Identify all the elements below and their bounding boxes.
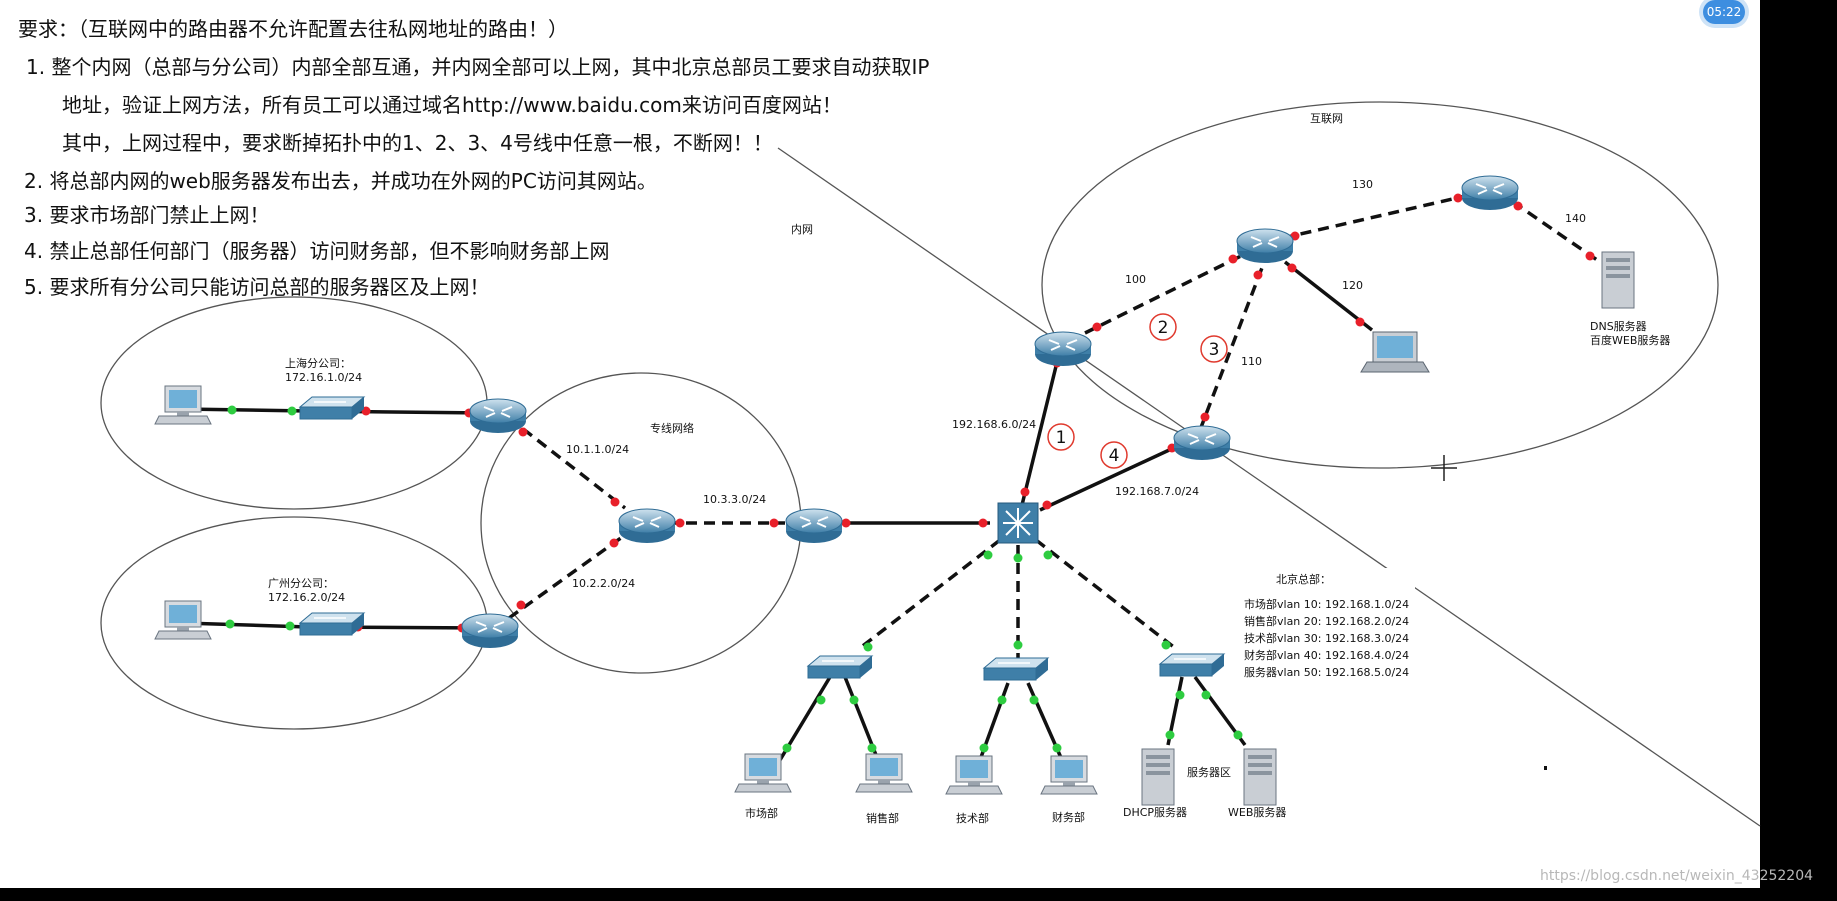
- internet-zone-ellipse: [1041, 101, 1719, 469]
- isp-router-2: [1461, 175, 1519, 211]
- link-dots: [225, 193, 1595, 753]
- crosshair-cursor-icon: [1431, 455, 1457, 481]
- link-l3-sw1: [858, 538, 1002, 650]
- web-server: [1243, 748, 1277, 806]
- access-switch-1: [807, 655, 873, 679]
- shanghai-net: 172.16.1.0/24: [285, 371, 362, 384]
- zone-boundary-line: [777, 147, 1761, 827]
- label-l3-r1: 192.168.6.0/24: [952, 418, 1036, 431]
- link-3: [1198, 259, 1267, 431]
- marker-2-circle: [1149, 313, 1177, 341]
- label-web-server: WEB服务器: [1228, 806, 1286, 819]
- right-black-bar: [1760, 0, 1837, 897]
- dns-server-label: DNS服务器: [1590, 320, 1647, 333]
- label-sh-core: 10.1.1.0/24: [566, 443, 629, 456]
- label-dhcp-server: DHCP服务器: [1123, 806, 1187, 819]
- link-2: [1084, 252, 1246, 335]
- marker-3-circle: [1200, 335, 1228, 363]
- hq-vlan-line: 销售部vlan 20: 192.168.2.0/24: [1244, 614, 1409, 628]
- marker-4-circle: [1100, 441, 1128, 469]
- green-dots: [225, 405, 1243, 753]
- access-switch-2: [983, 657, 1049, 681]
- requirement-3: 3. 要求市场部门禁止上网！: [24, 203, 270, 227]
- label-core-edge: 10.3.3.0/24: [703, 493, 766, 506]
- guangzhou-switch: [299, 612, 365, 636]
- shanghai-name: 上海分公司：: [285, 356, 351, 370]
- hq-vlan-line: 技术部vlan 30: 192.168.3.0/24: [1244, 631, 1409, 645]
- label-100: 100: [1125, 273, 1146, 286]
- dns-server: [1601, 251, 1635, 309]
- label-l3-r2: 192.168.7.0/24: [1115, 485, 1199, 498]
- border-router: [1034, 331, 1092, 367]
- guangzhou-net: 172.16.2.0/24: [268, 591, 345, 604]
- stray-dot: [1544, 766, 1547, 770]
- marker-3: 3: [1209, 340, 1220, 360]
- dhcp-server: [1141, 748, 1175, 806]
- requirement-1-line-1: 1. 整个内网（总部与分公司）内部全部互通，并内网全部可以上网，其中北京总部员工…: [26, 55, 930, 79]
- link-gz-core: [507, 533, 627, 620]
- marker-1: 1: [1056, 428, 1067, 448]
- hq-vlan-box-bg: [1240, 568, 1415, 690]
- label-110: 110: [1241, 355, 1262, 368]
- backup-router: [1173, 425, 1231, 461]
- shanghai-router: [469, 398, 527, 434]
- label-sales: 销售部: [866, 811, 899, 825]
- baidu-web-server-label: 百度WEB服务器: [1590, 333, 1670, 347]
- guangzhou-name: 广州分公司：: [268, 577, 334, 590]
- label-tech: 技术部: [956, 811, 989, 825]
- requirement-1-line-3: 其中，上网过程中，要求断掉拓扑中的1、2、3、4号线中任意一根，不断网！！: [62, 131, 773, 155]
- link-1: [1020, 349, 1062, 506]
- document-background: [0, 0, 1760, 888]
- label-120: 120: [1342, 279, 1363, 292]
- zone-label-intranet: 内网: [791, 222, 813, 236]
- requirement-4: 4. 禁止总部任何部门（服务器）访问财务部，但不影响财务部上网: [24, 239, 610, 263]
- hq-vlan-line: 财务部vlan 40: 192.168.4.0/24: [1244, 648, 1409, 662]
- requirement-2: 2. 将总部内网的web服务器发布出去，并成功在外网的PC访问其网站。: [24, 169, 657, 193]
- requirement-1-line-2: 地址，验证上网方法，所有员工可以通过域名http://www.baidu.com…: [62, 93, 842, 117]
- requirement-5: 5. 要求所有分公司只能访问总部的服务器区及上网！: [24, 275, 490, 299]
- watermark: https://blog.csdn.net/weixin_43252204: [1540, 868, 1814, 884]
- label-130: 130: [1352, 178, 1373, 191]
- red-dots: [353, 193, 1595, 633]
- guangzhou-router: [461, 613, 519, 649]
- label-finance: 财务部: [1052, 810, 1085, 824]
- link-sh-pc-switch: [182, 407, 309, 413]
- zone-label-internet: 互联网: [1310, 112, 1343, 125]
- recording-timer-badge[interactable]: 05:22: [1703, 0, 1745, 24]
- hq-title: 北京总部：: [1276, 572, 1331, 586]
- zone-label-private-net: 专线网络: [650, 421, 694, 435]
- l3-core-switch: [997, 502, 1039, 544]
- label-market: 市场部: [745, 806, 778, 820]
- marker-1-circle: [1047, 423, 1075, 451]
- marker-2: 2: [1158, 318, 1169, 338]
- hq-vlan-box: 北京总部： 市场部vlan 10: 192.168.1.0/24 销售部vlan…: [1240, 568, 1415, 690]
- edge-router: [785, 508, 843, 544]
- line-markers: 1 2 3 4: [1047, 313, 1228, 469]
- label-gz-core: 10.2.2.0/24: [572, 577, 635, 590]
- shanghai-switch: [299, 396, 365, 420]
- link-l3-sw3: [1034, 538, 1177, 650]
- link-130: [1282, 193, 1471, 240]
- core-router: [618, 508, 676, 544]
- link-sh-core: [507, 416, 627, 510]
- link-4: [1039, 443, 1181, 512]
- label-140: 140: [1565, 212, 1586, 225]
- isp-router: [1236, 228, 1294, 264]
- hq-vlan-line: 市场部vlan 10: 192.168.1.0/24: [1244, 597, 1409, 611]
- marker-4: 4: [1109, 446, 1120, 466]
- hq-vlan-line: 服务器vlan 50: 192.168.5.0/24: [1244, 666, 1409, 679]
- requirements-title: 要求：（互联网中的路由器不允许配置去往私网地址的路由！）: [18, 17, 568, 41]
- access-switch-3: [1159, 653, 1225, 677]
- label-server-zone: 服务器区: [1187, 766, 1231, 779]
